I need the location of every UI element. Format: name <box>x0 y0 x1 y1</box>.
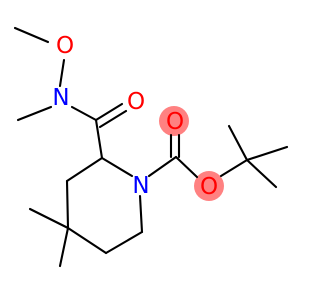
atom-o-amide-carbonyl: O <box>127 89 145 115</box>
atom-n-amide: N <box>52 85 69 111</box>
bond-tbu-methyl-down <box>245 158 278 189</box>
bond-c2-n1 <box>100 156 134 178</box>
bond-carbonylc-c2 <box>94 118 104 160</box>
highlight-boc-ester-o <box>194 171 224 201</box>
bond-n1-boc-c <box>147 155 178 178</box>
bond-methoxy-methyl <box>13 26 50 44</box>
bond-amide-co-1 <box>94 102 124 122</box>
bond-n-carbonylc <box>70 105 98 122</box>
molecule-structure: O N O O O N <box>13 26 289 268</box>
bond-n-methyl <box>16 105 53 122</box>
bond-n1-c6 <box>138 194 144 234</box>
bond-tbu-methyl-up <box>227 124 249 162</box>
bond-c4-methyl-a <box>28 207 70 230</box>
atom-o-boc-carbonyl: O <box>166 109 184 135</box>
bond-c5-c4 <box>66 226 108 255</box>
bond-c4-c3 <box>65 179 70 230</box>
bond-tbu-methyl-right <box>245 145 289 162</box>
bond-o-tbu <box>219 158 249 178</box>
bond-o-n <box>58 58 66 88</box>
bonds <box>13 26 289 268</box>
bond-c6-c5 <box>104 230 144 255</box>
bond-c4-methyl-b <box>58 226 70 268</box>
bond-boc-c-o <box>174 155 199 179</box>
atom-o-methoxy: O <box>56 33 74 59</box>
bond-amide-co-2 <box>98 109 128 129</box>
atom-n-ring: N <box>132 173 149 199</box>
highlight-boc-carbonyl-o <box>159 106 189 136</box>
bond-c3-c2 <box>65 156 104 183</box>
atom-o-boc-ester: O <box>200 174 218 200</box>
